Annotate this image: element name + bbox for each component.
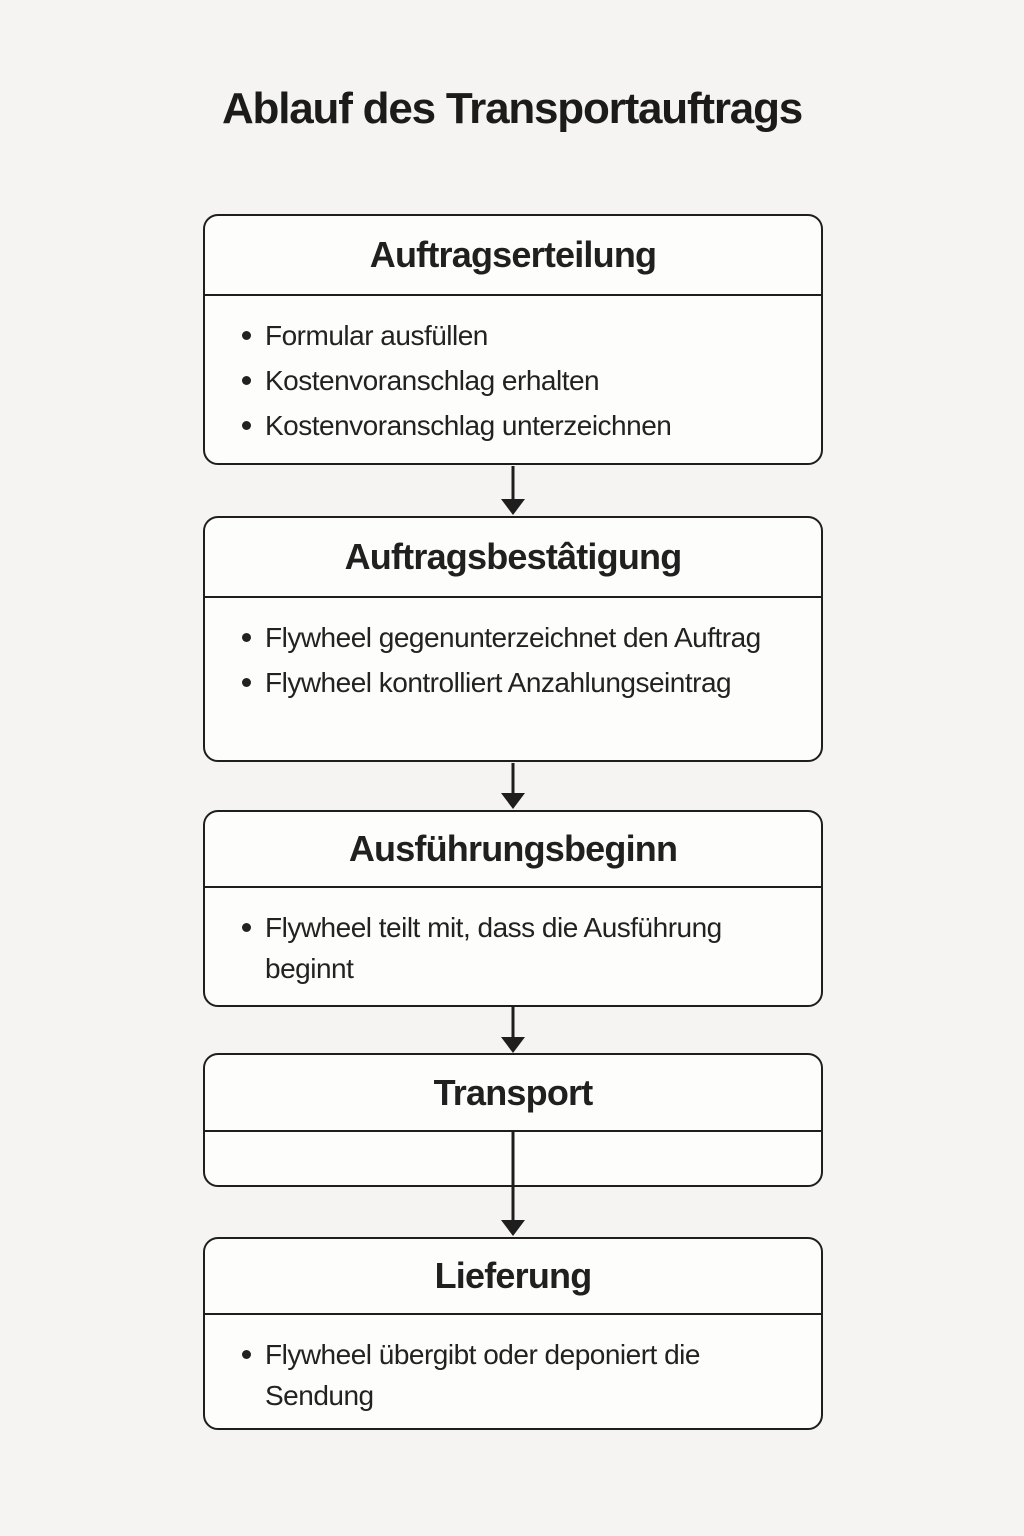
arrow-line	[511, 466, 515, 502]
step-body: Flywheel übergibt oder deponiert die Sen…	[205, 1315, 821, 1416]
step-header: Transport	[205, 1055, 821, 1132]
step-title: Auftragsbestâtigung	[344, 536, 683, 577]
connector-arrow-4	[501, 1131, 525, 1236]
step-body: Flywheel teilt mit, dass die Ausführung …	[205, 888, 821, 989]
bullet-item: Flywheel gegenunterzeichnet den Auftrag	[242, 617, 765, 658]
bullet-item: Kostenvoranschlag unterzeichnen	[242, 405, 815, 446]
bullet-item: Flywheel übergibt oder deponiert die Sen…	[242, 1334, 715, 1416]
arrow-line	[511, 1131, 515, 1223]
bullet-item: Flywheel teilt mit, dass die Ausführung …	[242, 907, 815, 989]
flow-step-auftragsbestaetigung: Auftragsbestâtigung Flywheel gegenunterz…	[203, 516, 823, 762]
arrow-line	[511, 1007, 515, 1040]
step-header: Auftragsbestâtigung	[205, 518, 821, 598]
step-header: Lieferung	[205, 1239, 821, 1315]
arrowhead-down-icon	[501, 1220, 525, 1236]
connector-arrow-2	[501, 763, 525, 809]
arrow-line	[511, 763, 515, 796]
bullet-item: Flywheel kontrolliert Anzahlungseintrag	[242, 662, 815, 703]
step-title: Ausführungsbeginn	[348, 828, 678, 869]
step-title: Transport	[433, 1071, 594, 1113]
step-title: Auftragserteilung	[369, 234, 657, 275]
step-bullet-list: Flywheel übergibt oder deponiert die Sen…	[242, 1334, 815, 1416]
step-header: Ausführungsbeginn	[205, 812, 821, 888]
step-header: Auftragserteilung	[205, 216, 821, 296]
flow-step-lieferung: Lieferung Flywheel übergibt oder deponie…	[203, 1237, 823, 1430]
bullet-item: Kostenvoranschlag erhalten	[242, 360, 815, 401]
connector-arrow-1	[501, 466, 525, 515]
diagram-title: Ablauf des Transportauftrags	[221, 84, 803, 133]
step-bullet-list: Flywheel teilt mit, dass die Ausführung …	[242, 907, 815, 989]
flow-step-ausfuehrungsbeginn: Ausführungsbeginn Flywheel teilt mit, da…	[203, 810, 823, 1007]
connector-arrow-3	[501, 1007, 525, 1053]
arrowhead-down-icon	[501, 1037, 525, 1053]
step-title: Lieferung	[434, 1255, 593, 1296]
bullet-item: Formular ausfüllen	[242, 315, 815, 356]
arrowhead-down-icon	[501, 793, 525, 809]
arrowhead-down-icon	[501, 499, 525, 515]
